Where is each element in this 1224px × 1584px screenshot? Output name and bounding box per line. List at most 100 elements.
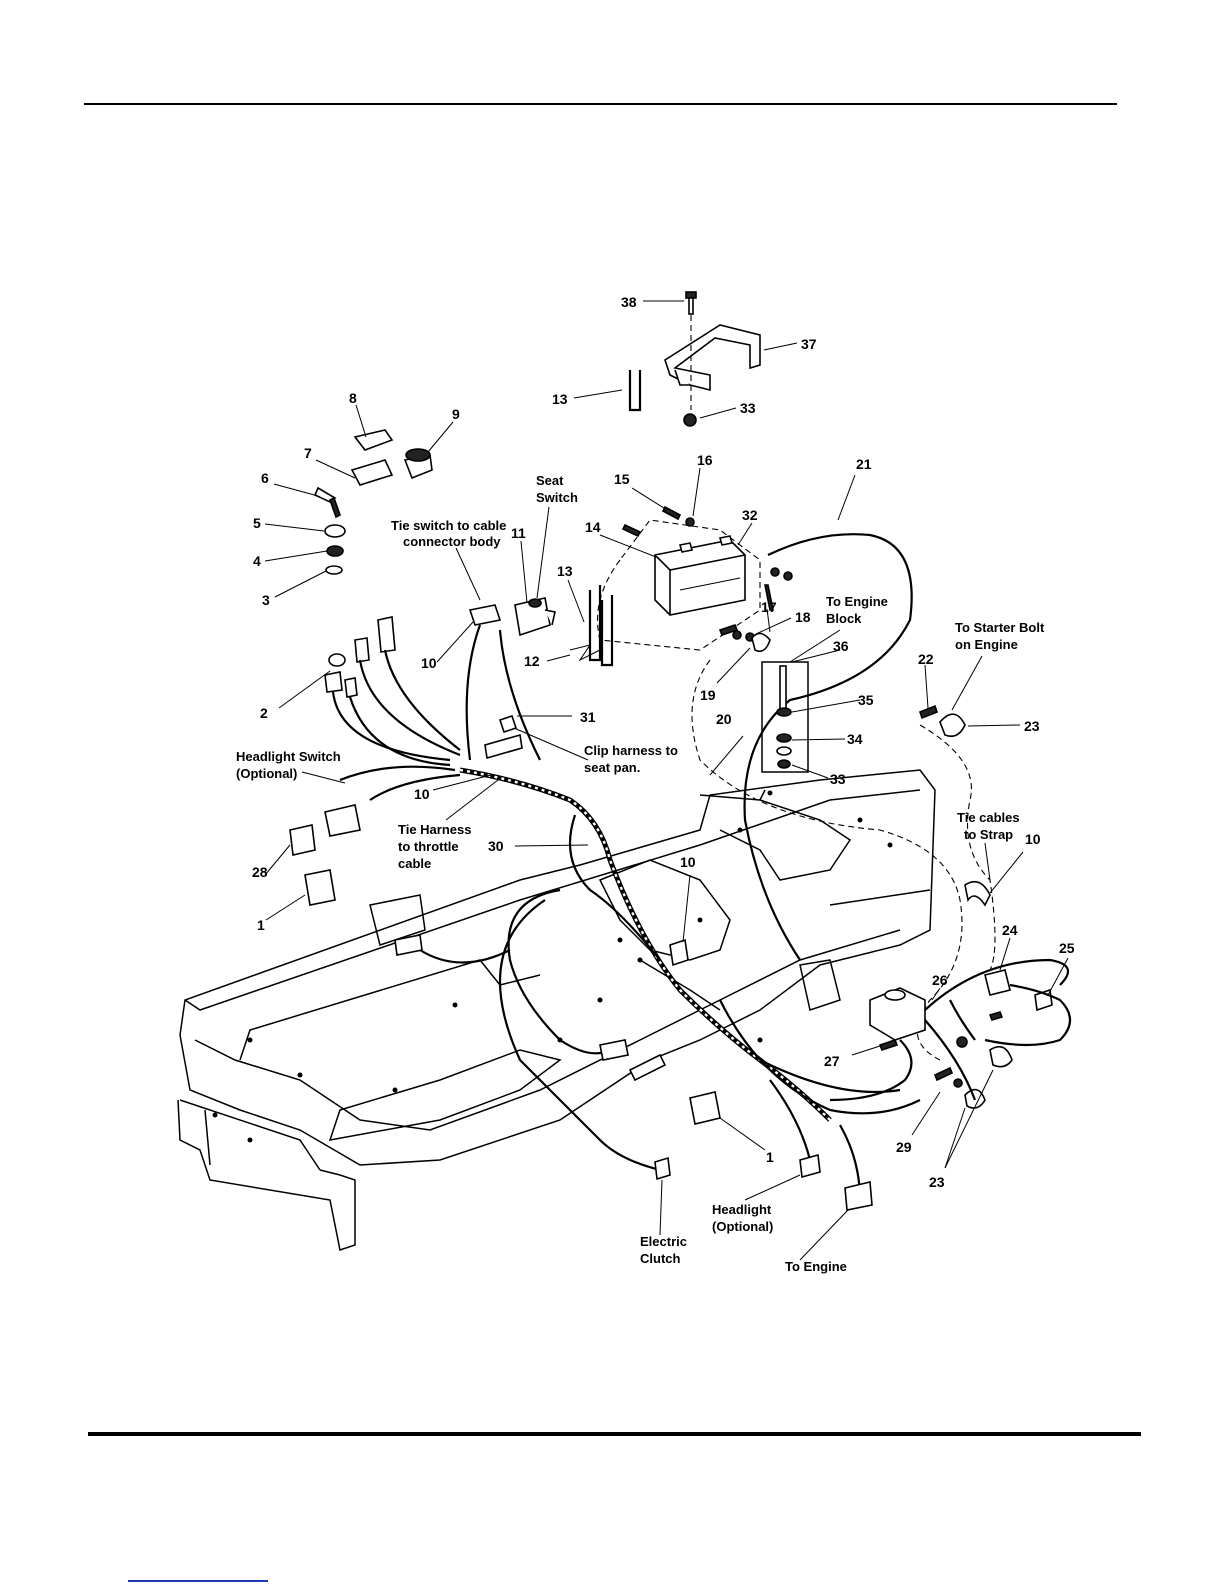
clip-31 <box>498 714 518 734</box>
callout-3: 3 <box>262 592 270 608</box>
callout-11: 11 <box>511 525 526 541</box>
ground-cable-20 <box>691 659 963 1061</box>
callout-31: 31 <box>580 709 596 725</box>
washer-3 <box>325 565 343 575</box>
callout-16: 16 <box>697 452 713 468</box>
callout-10c: 10 <box>680 854 696 870</box>
note-engine-block-2: Block <box>826 611 862 626</box>
solenoid-26 <box>869 987 926 1041</box>
callout-13: 13 <box>552 391 568 407</box>
battery-hold-down-bracket <box>664 324 761 392</box>
note-clip-harness-1: Clip harness to <box>584 743 678 758</box>
battery-14 <box>654 535 746 616</box>
note-tie-switch-2: connector body <box>403 534 501 549</box>
nut-33-top <box>683 413 697 427</box>
note-seat-switch-1: Seat <box>536 473 564 488</box>
callout-18: 18 <box>795 609 811 625</box>
note-tie-switch-1: Tie switch to cable <box>391 518 506 533</box>
callout-12: 12 <box>524 653 540 669</box>
battery-hardware <box>621 505 793 653</box>
callout-10a: 10 <box>421 655 437 671</box>
plate-7 <box>350 459 394 486</box>
connector-group-upper <box>289 604 518 906</box>
callout-28: 28 <box>252 864 268 880</box>
switch-28 <box>289 824 316 856</box>
hardware-stack-box <box>761 661 809 773</box>
note-tie-harness-1: Tie Harness <box>398 822 471 837</box>
callout-36: 36 <box>833 638 849 654</box>
socket-1-lower <box>689 1091 721 1125</box>
engine-connector <box>844 1181 873 1211</box>
battery-cable-21 <box>743 533 913 961</box>
note-to-engine: To Engine <box>785 1259 847 1274</box>
callout-8: 8 <box>349 390 357 406</box>
lower-connectors <box>394 733 873 1211</box>
callout-20: 20 <box>716 711 732 727</box>
callout-29: 29 <box>896 1139 912 1155</box>
note-clip-harness-2: seat pan. <box>584 760 640 775</box>
callout-13b: 13 <box>557 563 573 579</box>
note-engine-block-1: To Engine <box>826 594 888 609</box>
hold-down-rod-13 <box>588 585 614 667</box>
key-switch-assembly <box>313 429 433 575</box>
callout-1b: 1 <box>766 1149 774 1165</box>
note-headlight-1: Headlight <box>712 1202 772 1217</box>
relay-24 <box>984 969 1011 996</box>
callout-19: 19 <box>700 687 716 703</box>
switch-2 <box>328 653 346 667</box>
callout-10d: 10 <box>1025 831 1041 847</box>
text-notes: Seat Switch Tie switch to cable connecto… <box>236 473 1045 1274</box>
callout-7: 7 <box>304 445 312 461</box>
starter-components <box>829 704 1072 1109</box>
note-electric-clutch-2: Clutch <box>640 1251 681 1266</box>
note-tie-harness-2: to throttle <box>398 839 459 854</box>
tie-strap-10 <box>484 733 523 760</box>
note-electric-clutch-1: Electric <box>640 1234 687 1249</box>
callout-38: 38 <box>621 294 637 310</box>
callout-34: 34 <box>847 731 863 747</box>
callout-32: 32 <box>742 507 758 523</box>
footer-rule <box>88 1432 1141 1436</box>
callout-30: 30 <box>488 838 504 854</box>
cover-8 <box>353 429 394 451</box>
clutch-connector <box>654 1156 671 1181</box>
nut-5 <box>324 524 346 538</box>
starter-cable-path <box>919 724 996 971</box>
connector-body <box>468 604 502 626</box>
callout-27: 27 <box>824 1053 840 1069</box>
seat-switch-11 <box>514 597 556 637</box>
footer-link[interactable] <box>128 1580 268 1582</box>
callout-2: 2 <box>260 705 268 721</box>
note-headlight-switch-1: Headlight Switch <box>236 749 341 764</box>
note-seat-switch-2: Switch <box>536 490 578 505</box>
callout-23b: 23 <box>929 1174 945 1190</box>
note-starter-bolt-1: To Starter Bolt <box>955 620 1045 635</box>
callout-21: 21 <box>856 456 872 472</box>
main-wiring-harness <box>331 624 921 1201</box>
socket-1 <box>304 869 336 906</box>
strap-10 <box>964 880 991 907</box>
note-tie-cables-1: Tie cables <box>957 810 1020 825</box>
leader-lines <box>264 300 1069 1261</box>
callout-15: 15 <box>614 471 630 487</box>
callout-4: 4 <box>253 553 261 569</box>
callout-17: 17 <box>761 599 777 615</box>
callout-14: 14 <box>585 519 601 535</box>
callout-6: 6 <box>261 470 269 486</box>
headlight-connector <box>799 1153 821 1179</box>
note-starter-bolt-2: on Engine <box>955 637 1018 652</box>
bolt-38 <box>685 291 697 315</box>
callout-26: 26 <box>932 972 948 988</box>
note-tie-cables-2: to Strap <box>964 827 1013 842</box>
callout-9: 9 <box>452 406 460 422</box>
note-headlight-switch-2: (Optional) <box>236 766 297 781</box>
note-headlight-2: (Optional) <box>712 1219 773 1234</box>
callout-numbers: 38 37 13 33 8 9 7 6 5 4 3 16 15 21 32 14… <box>252 294 1075 1190</box>
note-tie-harness-3: cable <box>398 856 431 871</box>
callout-33: 33 <box>740 400 756 416</box>
boot-19 <box>751 632 771 653</box>
hold-down-rod-13-top <box>628 370 642 412</box>
hook-12 <box>569 644 601 662</box>
callout-35: 35 <box>858 692 874 708</box>
